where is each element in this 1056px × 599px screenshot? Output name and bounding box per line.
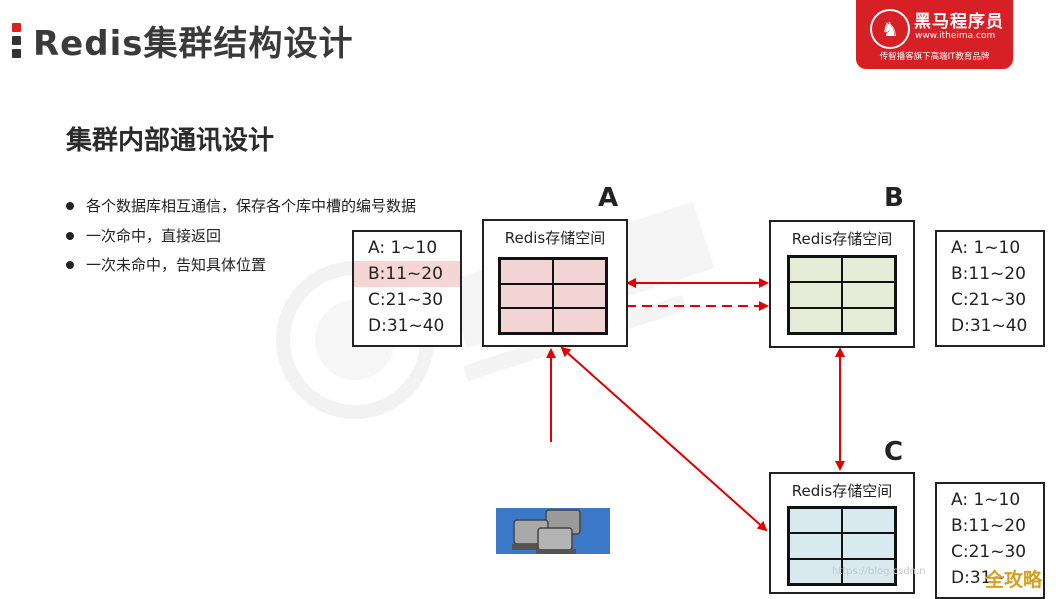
bullet-item: 一次命中，直接返回 [64,222,416,252]
node-a: Redis存储空间 [482,219,628,347]
node-b-slot-grid [787,255,897,335]
bullet-item: 一次未命中，告知具体位置 [64,251,416,281]
title-bar: Redis集群结构设计 [12,18,354,64]
slot-row: A: 1~10 [951,490,1021,510]
logo-slogan: 传智播客旗下高端IT教育品牌 [879,52,990,62]
bullet-list: 各个数据库相互通信，保存各个库中槽的编号数据 一次命中，直接返回 一次未命中，告… [64,192,416,281]
slot-row: D:31~40 [368,316,445,336]
logo-name: 黑马程序员 [914,12,1004,32]
node-a-slot-table: A: 1~10 B:11~20 C:21~30 D:31~40 [352,230,462,347]
slot-row: A: 1~10 [951,238,1021,258]
node-b-title: Redis存储空间 [791,230,893,248]
slot-row: B:11~20 [951,264,1026,284]
node-a-slot-grid [498,257,608,335]
title-marker-icon [12,22,21,58]
slot-row: C:21~30 [951,542,1027,562]
node-a-title: Redis存储空间 [504,229,606,247]
slot-row: C:21~30 [951,290,1027,310]
slot-row-highlighted: B:11~20 [354,261,460,287]
slot-row: B:11~20 [951,516,1026,536]
slot-row: D:31~40 [951,316,1028,336]
page-title: Redis集群结构设计 [33,23,354,64]
brand-logo: ♞ 黑马程序员 www.itheima.com 传智播客旗下高端IT教育品牌 [856,0,1013,69]
node-c-label: C [884,437,904,467]
node-c-slot-grid [787,506,897,586]
node-b-label: B [884,183,904,213]
footer-brand: 全攻略 [985,569,1043,591]
node-b-slot-table: A: 1~10 B:11~20 C:21~30 D:31~40 [935,230,1045,347]
slot-row: A: 1~10 [368,238,438,258]
bullet-item: 各个数据库相互通信，保存各个库中槽的编号数据 [64,192,416,222]
horse-logo-icon: ♞ [870,9,910,49]
node-b: Redis存储空间 [769,220,915,348]
slot-row: D:31~ [951,568,1006,588]
arrow-a-c [560,346,768,532]
node-c-slot-table: A: 1~10 B:11~20 C:21~30 D:31~ [935,482,1045,599]
node-a-label: A [598,183,619,213]
footer-url: https://blog.csdn.n [832,566,926,577]
logo-url: www.itheima.com [915,31,996,41]
node-c-title: Redis存储空间 [791,482,893,500]
section-title: 集群内部通讯设计 [66,126,275,156]
node-c: Redis存储空间 [769,472,915,594]
client-computers-icon [496,508,610,554]
slot-row: C:21~30 [368,290,444,310]
